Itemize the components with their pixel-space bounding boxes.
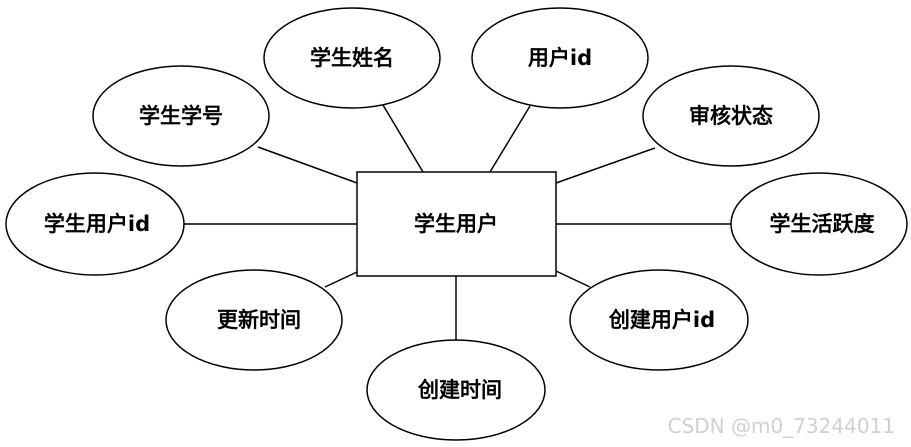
attribute-ellipse [263,7,441,109]
entity-label: 学生用户 [414,212,498,236]
connector-line [489,105,531,173]
connector-line [555,270,591,288]
attribute-student-name: 学生姓名 [263,7,441,109]
connector-line [555,147,656,184]
attribute-student-activity: 学生活跃度 [730,172,908,276]
attribute-ellipse [569,269,749,371]
attribute-update-time: 更新时间 [165,269,343,371]
attribute-ellipse [165,269,343,371]
attribute-student-number: 学生学号 [92,65,270,167]
attribute-label: 学生活跃度 [770,212,875,236]
connector-line [257,146,358,184]
attribute-label: 学生学号 [139,104,223,128]
watermark-text: CSDN @m0_73244011 [668,414,895,438]
attribute-user-id: 用户id [471,7,649,109]
attribute-label: 学生姓名 [310,46,394,70]
attribute-ellipse [730,172,908,276]
connector-line [324,271,358,288]
attribute-label: 审核状态 [689,104,773,128]
attribute-label: 更新时间 [217,308,301,332]
connector-lines [183,104,731,340]
attribute-label: 用户id [528,46,592,70]
entity-student-user: 学生用户 [356,171,557,277]
attribute-review-status: 审核状态 [642,65,820,167]
entity-box [356,171,557,277]
attribute-student-user-id: 学生用户id [5,172,185,276]
attribute-ellipse [366,339,546,441]
connector-line [382,104,424,173]
attribute-creator-user-id: 创建用户id [569,269,749,371]
attribute-label: 学生用户id [44,212,150,236]
attribute-label: 创建时间 [417,378,502,402]
attribute-ellipse [471,7,649,109]
attribute-create-time: 创建时间 [366,339,546,441]
attribute-ellipse [642,65,820,167]
attribute-ellipse [92,65,270,167]
attribute-label: 创建用户id [608,308,715,332]
attribute-ellipse [5,172,185,276]
